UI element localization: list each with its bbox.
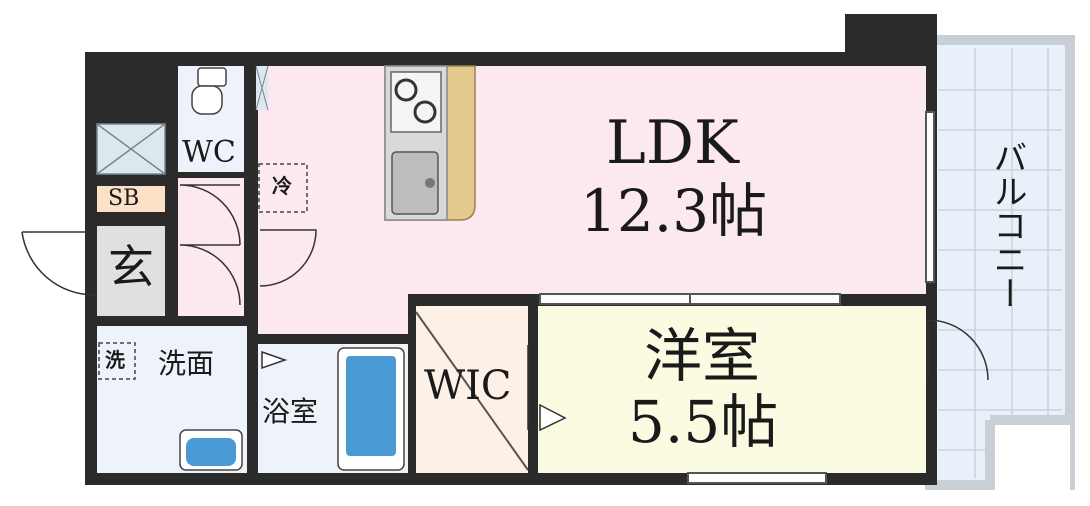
washer-space xyxy=(98,342,136,380)
hallway xyxy=(178,178,244,316)
kitchen-counter xyxy=(384,65,476,221)
ldk-size-label: 12.3帖 xyxy=(580,177,768,245)
western-label: 洋室 xyxy=(644,322,761,390)
balcony-label: バルコニー xyxy=(987,140,1027,310)
fridge-space xyxy=(258,163,308,213)
ldk-label: LDK xyxy=(606,108,739,178)
entrance-label: 玄 xyxy=(108,240,154,294)
toilet-label: WC xyxy=(182,135,236,170)
fridge-marker-label: 冷 xyxy=(272,174,292,198)
windows xyxy=(539,111,935,484)
shoebox-label: SB xyxy=(108,186,140,211)
western-size-label: 5.5帖 xyxy=(628,388,779,456)
washer-marker-label: 洗 xyxy=(105,348,125,372)
doors xyxy=(21,184,989,432)
shoebox xyxy=(97,186,165,212)
western-room xyxy=(538,306,926,473)
wic-label: WIC xyxy=(424,363,512,409)
bath-label: 浴室 xyxy=(262,395,319,428)
balcony-area xyxy=(925,35,1075,490)
washroom-label: 洗面 xyxy=(158,347,215,380)
entrance-area xyxy=(97,226,165,316)
ldk-room xyxy=(258,66,926,294)
toilet-fixture xyxy=(191,67,227,115)
